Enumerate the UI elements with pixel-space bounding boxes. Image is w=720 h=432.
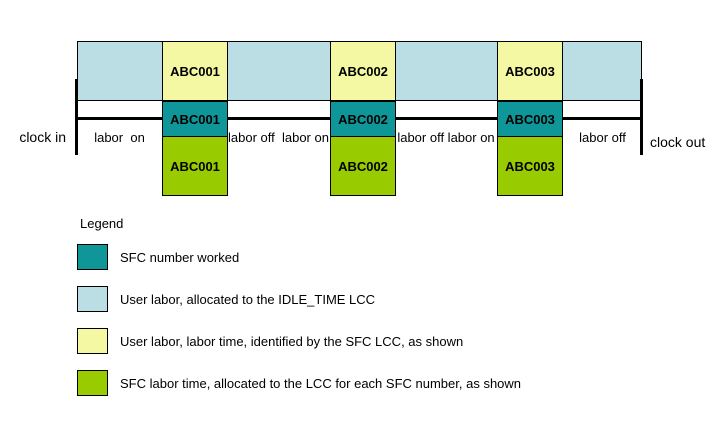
- clock-in-tick: [75, 79, 78, 155]
- clock-out-tick: [640, 79, 643, 155]
- sfc-column-abc001: ABC001 ABC001 ABC001: [162, 41, 228, 196]
- labor-time-box: ABC001: [162, 41, 228, 101]
- sfc-column-abc003: ABC003 ABC003 ABC003: [497, 41, 563, 196]
- clock-in-label: clock in: [19, 129, 66, 145]
- labor-time-box: ABC003: [497, 41, 563, 101]
- legend-item: SFC labor time, allocated to the LCC for…: [77, 370, 521, 396]
- idle-time-swatch: [77, 286, 108, 312]
- labor-time-box: ABC002: [330, 41, 396, 101]
- sfc-column-abc002: ABC002 ABC002 ABC002: [330, 41, 396, 196]
- legend-item-label: User labor, allocated to the IDLE_TIME L…: [120, 291, 376, 307]
- labor-time-swatch: [77, 328, 108, 354]
- legend-item: User labor, labor time, identified by th…: [77, 328, 463, 354]
- sfc-labor-swatch: [77, 370, 108, 396]
- sfc-worked-box: ABC003: [497, 101, 563, 137]
- sfc-labor-box: ABC003: [497, 136, 563, 196]
- sfc-worked-box: ABC002: [330, 101, 396, 137]
- sfc-labor-box: ABC001: [162, 136, 228, 196]
- segment-label: labor off labor on: [228, 129, 329, 145]
- sfc-worked-box: ABC001: [162, 101, 228, 137]
- legend-item-label: SFC number worked: [120, 249, 240, 265]
- legend-item: User labor, allocated to the IDLE_TIME L…: [77, 286, 375, 312]
- legend-item-label: SFC labor time, allocated to the LCC for…: [120, 375, 522, 391]
- legend-title: Legend: [80, 216, 124, 231]
- sfc-labor-box: ABC002: [330, 136, 396, 196]
- segment-label: labor off: [579, 129, 626, 145]
- segment-label: labor on: [94, 129, 145, 145]
- clock-out-label: clock out: [650, 134, 706, 150]
- legend-item-label: User labor, labor time, identified by th…: [120, 333, 464, 349]
- legend-item: SFC number worked: [77, 244, 239, 270]
- sfc-worked-swatch: [77, 244, 108, 270]
- segment-label: labor off labor on: [397, 129, 495, 145]
